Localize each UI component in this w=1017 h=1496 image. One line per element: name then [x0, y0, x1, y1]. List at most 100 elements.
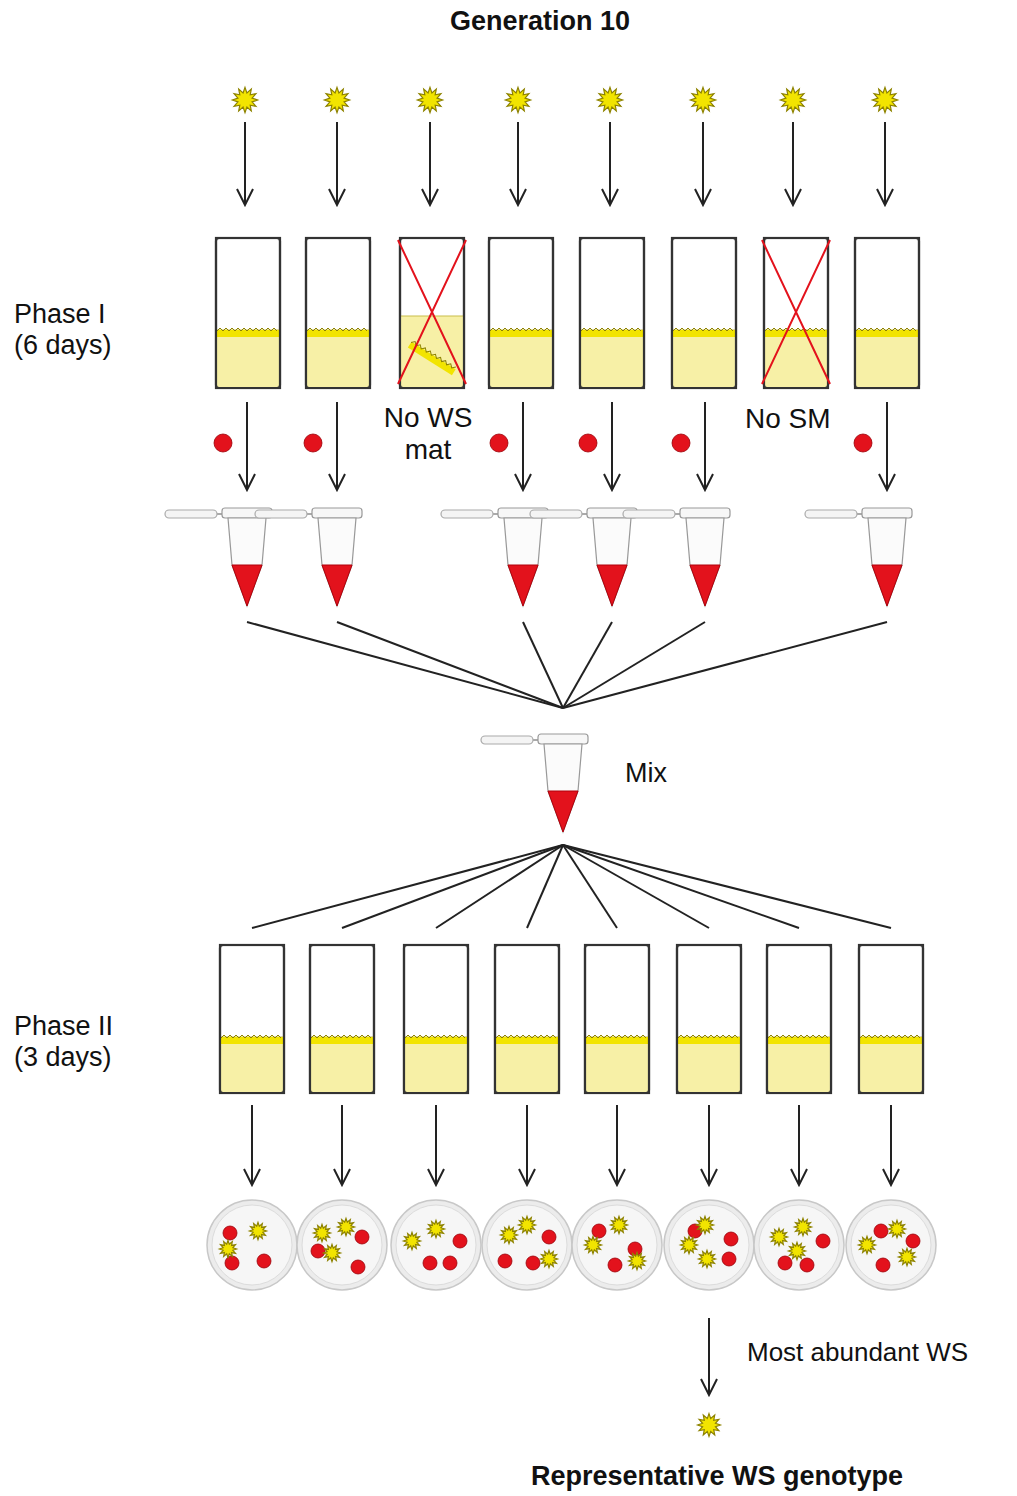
- down-arrow: [704, 402, 706, 490]
- culture-tube: [859, 945, 923, 1093]
- culture-tube: [216, 238, 280, 388]
- broth: [217, 330, 279, 387]
- ws-mat-edge: [860, 1035, 920, 1038]
- ws-mat-edge: [405, 1035, 465, 1038]
- sm-dot: [672, 434, 690, 452]
- down-arrow: [336, 402, 338, 490]
- ws-mat: [496, 1037, 558, 1044]
- ws-star: [680, 1236, 697, 1253]
- culture-tube: [585, 945, 649, 1093]
- ws-star: [323, 1244, 340, 1261]
- broth: [311, 1037, 373, 1092]
- ws-star: [597, 87, 622, 112]
- split-line: [252, 845, 563, 928]
- sm-dot: [778, 1256, 792, 1270]
- result-label: Representative WS genotype: [531, 1461, 903, 1492]
- down-arrow: [702, 122, 704, 205]
- ws-mat-edge: [307, 328, 367, 331]
- sm-dot: [592, 1224, 606, 1238]
- sm-dot: [490, 434, 508, 452]
- culture-tube: [855, 238, 919, 388]
- sm-dot: [351, 1260, 365, 1274]
- split-line: [527, 845, 563, 928]
- split-line: [342, 845, 563, 928]
- sm-dot: [214, 434, 232, 452]
- broth: [581, 330, 643, 387]
- culture-tube: [220, 945, 284, 1093]
- ws-star: [232, 87, 257, 112]
- ws-star: [337, 1218, 354, 1235]
- ws-mat: [581, 330, 643, 337]
- sm-dot: [304, 434, 322, 452]
- petri-dish: [207, 1200, 297, 1290]
- petri-dish: [664, 1200, 754, 1290]
- petri-dish: [297, 1200, 387, 1290]
- ws-mat: [678, 1037, 740, 1044]
- split-line: [436, 845, 563, 928]
- ws-mat: [311, 1037, 373, 1044]
- ws-mat-edge: [496, 1035, 556, 1038]
- ws-mat-edge: [490, 328, 550, 331]
- broth: [221, 1037, 283, 1092]
- discard-cross: [762, 240, 830, 384]
- sm-dot: [355, 1230, 369, 1244]
- sm-dot: [311, 1244, 325, 1258]
- ws-star: [500, 1226, 517, 1243]
- culture-tube: [404, 945, 468, 1093]
- split-line: [563, 845, 799, 928]
- note-label: No SM: [745, 403, 831, 435]
- down-arrow: [336, 122, 338, 205]
- ws-mat-edge: [217, 328, 277, 331]
- ws-mat: [673, 330, 735, 337]
- culture-tube: [310, 945, 374, 1093]
- down-arrow: [517, 122, 519, 205]
- broth: [673, 330, 735, 387]
- ws-star: [770, 1228, 787, 1245]
- sm-dot: [423, 1256, 437, 1270]
- split-line: [563, 845, 709, 928]
- culture-tube: [489, 238, 553, 388]
- down-arrow: [708, 1105, 710, 1185]
- sm-dot: [225, 1256, 239, 1270]
- ws-mat: [307, 330, 369, 337]
- ws-star: [696, 1216, 713, 1233]
- ws-star: [888, 1220, 905, 1237]
- sm-dot: [800, 1258, 814, 1272]
- ws-star: [427, 1220, 444, 1237]
- down-arrow: [429, 122, 431, 205]
- ws-mat-edge: [221, 1035, 281, 1038]
- ws-mat: [221, 1037, 283, 1044]
- pool-line: [563, 622, 705, 708]
- down-arrow: [886, 402, 888, 490]
- phase-label: Phase II (3 days): [14, 1011, 130, 1073]
- down-arrow: [611, 402, 613, 490]
- sm-dot: [542, 1230, 556, 1244]
- ws-star: [313, 1224, 330, 1241]
- down-arrow: [244, 122, 246, 205]
- eppendorf-tube: [441, 508, 548, 606]
- culture-tube: [672, 238, 736, 388]
- ws-mat-edge: [673, 328, 733, 331]
- split-line: [563, 845, 891, 928]
- culture-tube: [580, 238, 644, 388]
- ws-star: [505, 87, 530, 112]
- sm-dot: [443, 1256, 457, 1270]
- down-arrow: [522, 402, 524, 490]
- ws-star: [628, 1252, 645, 1269]
- ws-mat: [217, 330, 279, 337]
- sm-dot: [876, 1258, 890, 1272]
- ws-mat-edge: [678, 1035, 738, 1038]
- ws-star: [403, 1232, 420, 1249]
- ws-mat-edge: [856, 328, 916, 331]
- sm-dot: [816, 1234, 830, 1248]
- ws-star: [518, 1216, 535, 1233]
- broth: [860, 1037, 922, 1092]
- down-arrow: [526, 1105, 528, 1185]
- pool-line: [523, 622, 563, 708]
- ws-star: [698, 1250, 715, 1267]
- ws-mat-edge: [311, 1035, 371, 1038]
- down-arrow: [609, 122, 611, 205]
- ws-star: [417, 87, 442, 112]
